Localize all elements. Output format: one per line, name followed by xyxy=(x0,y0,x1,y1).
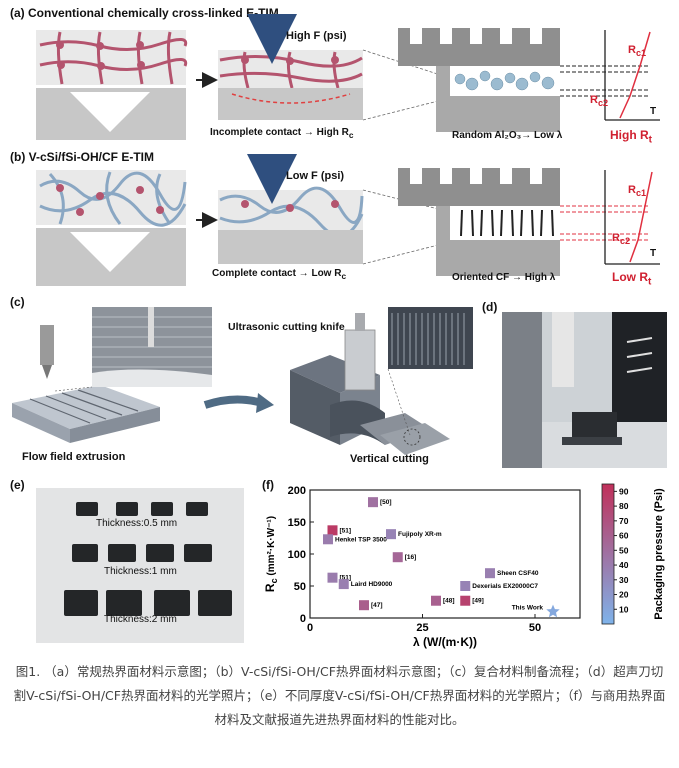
rc2-label-b: Rc2 xyxy=(612,232,631,247)
t-axis-label-b: T xyxy=(650,248,657,259)
panel-a: (a) Conventional chemically cross-linked… xyxy=(0,0,679,145)
thickness-label-2: Thickness:1 mm xyxy=(104,566,177,577)
colorbar-tick-label: 10 xyxy=(619,604,629,614)
y-axis-label: Rc (mm²·K·W⁻¹) xyxy=(263,516,279,592)
point-label: [47] xyxy=(371,602,383,609)
panel-c-label: (c) xyxy=(10,295,25,309)
panel-b-title: V-cSi/fSi-OH/CF E-TIM xyxy=(28,150,155,164)
y-tick-label: 100 xyxy=(288,549,306,561)
rc2-label-a: Rc2 xyxy=(590,94,609,109)
point-label: [51] xyxy=(340,575,352,582)
panel-d-label: (d) xyxy=(482,300,498,314)
figure-caption: 图1. （a）常规热界面材料示意图；（b）V-cSi/fSi-OH/CF热界面材… xyxy=(13,664,666,727)
point-marker xyxy=(359,600,369,611)
point-label: Sheen CSF40 xyxy=(497,570,539,577)
point-marker xyxy=(392,552,403,563)
panel-a-title: Conventional chemically cross-linked E-T… xyxy=(28,6,279,20)
force-label-a: High F (psi) xyxy=(286,30,347,42)
point-marker xyxy=(327,572,338,583)
point-label: This Work xyxy=(512,605,544,612)
point-label: [16] xyxy=(405,554,417,561)
colorbar-tick-label: 90 xyxy=(619,486,629,496)
colorbar-tick-label: 40 xyxy=(619,560,629,570)
y-tick-label: 50 xyxy=(294,581,306,593)
filler-label-b: Oriented CF → High λ xyxy=(452,272,556,283)
point-marker xyxy=(460,581,471,591)
point-label: [51] xyxy=(340,527,352,534)
colorbar-tick-label: 70 xyxy=(619,516,629,526)
point-marker xyxy=(338,579,349,590)
colorbar-scale xyxy=(601,483,615,625)
y-tick-label: 200 xyxy=(288,485,306,497)
panel-b: (b) V-cSi/fSi-OH/CF E-TIM xyxy=(0,146,679,291)
point-marker xyxy=(460,595,471,606)
point-label: Henkel TSP 3500 xyxy=(335,536,387,543)
panel-f-label: (f) xyxy=(262,478,274,492)
panel-a-label: (a) xyxy=(10,6,25,20)
point-label: [50] xyxy=(380,499,392,506)
cutting-label: Vertical cutting xyxy=(350,453,429,465)
colorbar-label: Packaging pressure (Psi) xyxy=(653,488,665,620)
panel-a-diagram xyxy=(36,14,660,140)
x-tick-label: 0 xyxy=(307,622,313,634)
filler-label-a: Random Al₂O₃→ Low λ xyxy=(452,130,563,141)
point-label: [49] xyxy=(472,598,484,605)
t-axis-label-a: T xyxy=(650,106,657,117)
panel-d: (d) xyxy=(482,300,667,468)
point-marker xyxy=(485,568,495,579)
crosslink-nodes xyxy=(56,41,145,70)
point-label: [48] xyxy=(443,598,455,605)
result-label-b: Low Rt xyxy=(612,270,652,288)
x-tick-label: 50 xyxy=(529,622,541,634)
rc1-label-a: Rc1 xyxy=(628,44,647,59)
panel-c: (c) xyxy=(0,295,480,475)
scatter-chart: 0 25 50 0 50 100 150 200 λ (W/(m·K)) Rc (mm²·K·W⁻… xyxy=(263,483,665,649)
y-tick-label: 0 xyxy=(300,613,306,625)
point-marker xyxy=(386,529,396,540)
panel-b-label: (b) xyxy=(10,150,26,164)
panel-b-title-row: (b) V-cSi/fSi-OH/CF E-TIM xyxy=(10,150,154,164)
point-label: Laird HD9000 xyxy=(351,581,393,588)
photo-ultrasonic-cutting xyxy=(502,312,667,468)
crosslink-network xyxy=(39,31,188,85)
force-label-b: Low F (psi) xyxy=(286,170,345,182)
point-label: Fujipoly XR-m xyxy=(398,531,442,538)
contact-label-a: Incomplete contact → High Rc xyxy=(210,127,354,140)
gap-dashed-line xyxy=(231,93,351,104)
thickness-label-1: Thickness:0.5 mm xyxy=(96,518,178,529)
point-marker xyxy=(431,595,441,606)
x-axis-label: λ (W/(m·K)) xyxy=(413,635,477,649)
colorbar-tick-label: 20 xyxy=(619,590,629,600)
panel-f: (f) 0 25 50 0 50 100 150 200 λ (W/(m·K)) Rc (mm²·… xyxy=(262,478,672,658)
y-tick-label: 150 xyxy=(288,517,306,529)
result-label-a: High Rt xyxy=(610,128,653,146)
panel-b-diagram xyxy=(36,154,660,286)
colorbar-tick-label: 50 xyxy=(619,545,629,555)
colorbar-tick-label: 30 xyxy=(619,575,629,585)
panel-a-title-row: (a) Conventional chemically cross-linked… xyxy=(10,6,279,20)
contact-label-b: Complete contact → Low Rc xyxy=(212,268,347,281)
photo-samples xyxy=(36,488,244,643)
colorbar-tick-label: 60 xyxy=(619,531,629,541)
thickness-label-3: Thickness:2 mm xyxy=(104,614,177,625)
x-tick-label: 25 xyxy=(416,622,428,634)
rc1-label-b: Rc1 xyxy=(628,184,647,199)
point-marker xyxy=(368,497,378,508)
panel-c-diagram xyxy=(12,307,473,455)
point-label: Dexerials EX20000C7 xyxy=(472,583,538,590)
panel-e: (e) Thickness:0.5 mm Thickness:1 mm Thic… xyxy=(10,478,255,648)
point-star-this-work xyxy=(546,604,560,618)
colorbar-tick-label: 80 xyxy=(619,501,629,511)
point-marker xyxy=(327,525,338,536)
substrate-left xyxy=(36,88,186,140)
knife-label: Ultrasonic cutting knife xyxy=(228,321,345,333)
panel-e-label: (e) xyxy=(10,478,25,492)
point-marker xyxy=(323,534,333,545)
extrusion-label: Flow field extrusion xyxy=(22,451,126,463)
